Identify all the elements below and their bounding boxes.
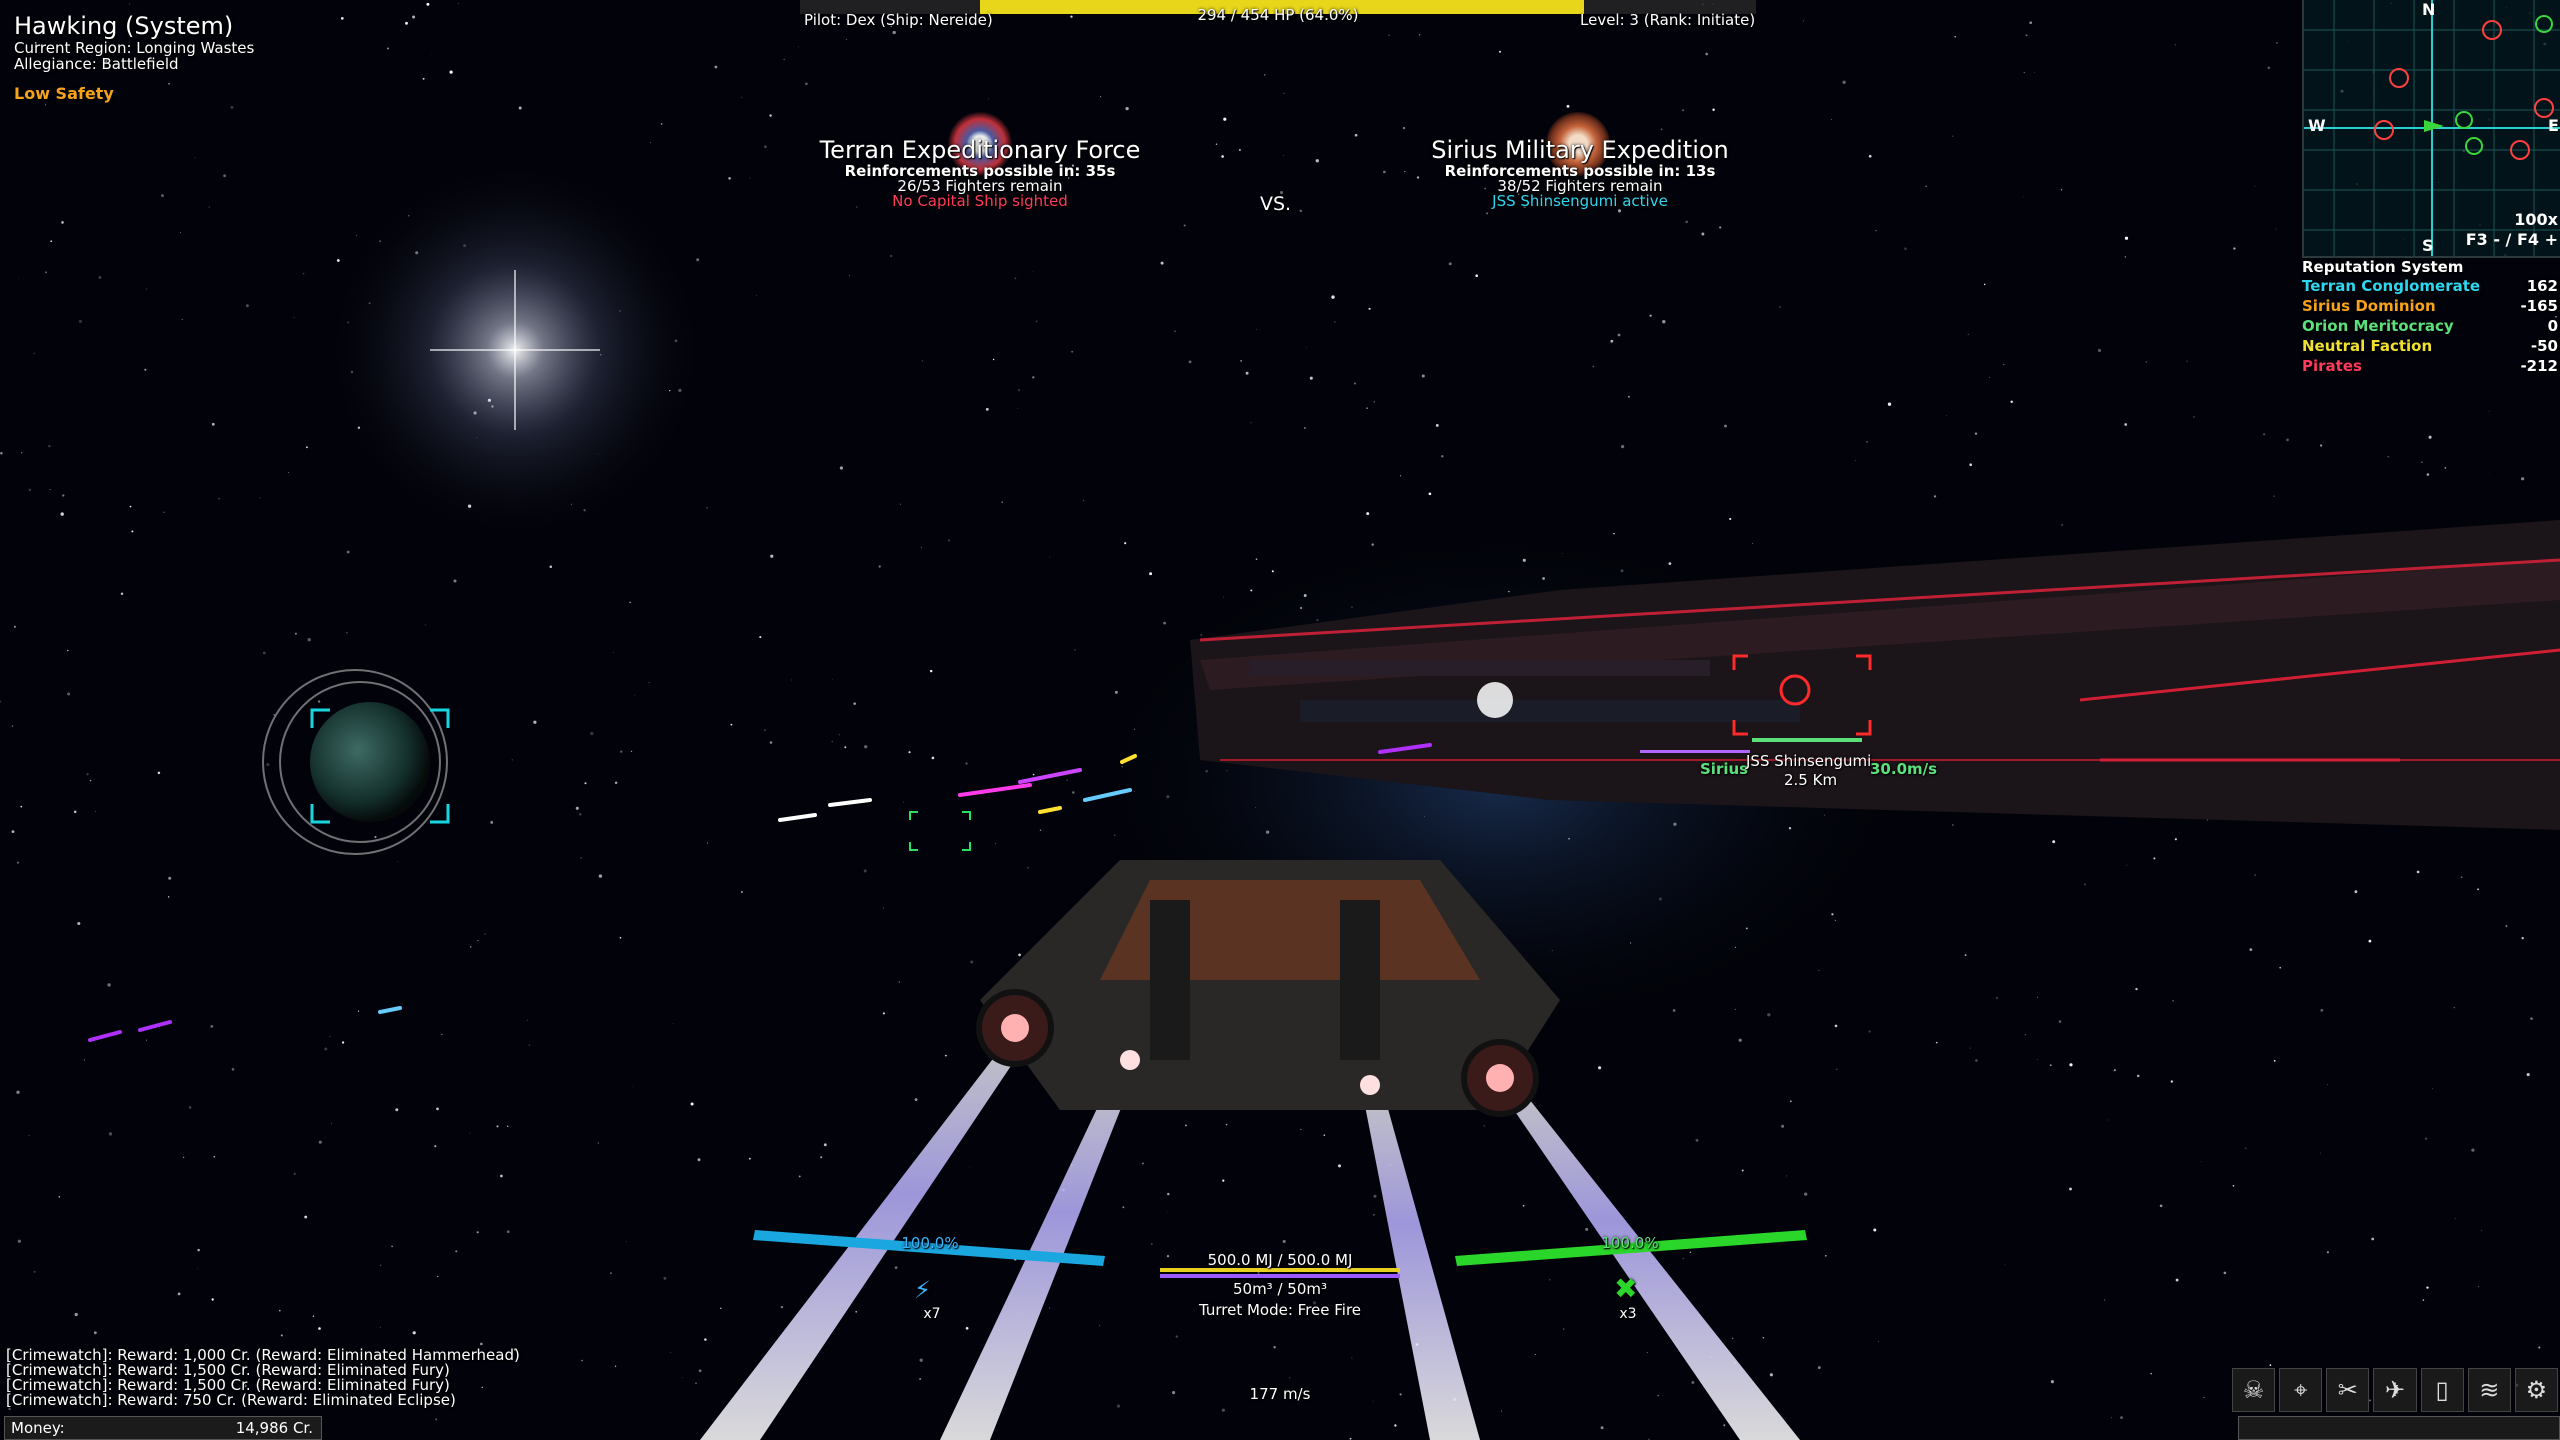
reputation-title: Reputation System [2302,258,2464,276]
minimap-east: E [2548,116,2559,135]
target-faction: Sirius [1700,760,1749,778]
skull-icon[interactable]: ☠ [2232,1368,2276,1412]
minimap-zoom-keys: F3 - / F4 + [2465,230,2558,249]
hull-bar [1455,1230,1807,1266]
faction-left-status: No Capital Ship sighted [892,192,1068,210]
minimap[interactable]: N W S E 100x F3 - / F4 + [2302,0,2560,258]
level-info: Level: 3 (Rank: Initiate) [1580,11,1756,29]
log-line: [Crimewatch]: Reward: 1,500 Cr. (Reward:… [6,1376,450,1394]
energy-bar [1160,1268,1400,1272]
money-panel: Money: 14,986 Cr. [4,1416,322,1440]
top-status-bar [800,0,1756,14]
reputation-row: Terran Conglomerate 162 [2302,276,2558,296]
speed-readout: 177 m/s [1249,1385,1311,1403]
reputation-name: Pirates [2302,357,2362,375]
faction-right-status: JSS Shinsengumi active [1492,192,1668,210]
reputation-row: Sirius Dominion -165 [2302,296,2558,316]
log-line: [Crimewatch]: Reward: 750 Cr. (Reward: E… [6,1391,456,1409]
reputation-name: Neutral Faction [2302,337,2433,355]
event-log: [Crimewatch]: Reward: 1,000 Cr. (Reward:… [6,1348,520,1408]
reputation-value: -212 [2520,357,2558,375]
minimap-grid [2304,0,2560,256]
minimap-north: N [2422,0,2436,19]
log-line: [Crimewatch]: Reward: 1,000 Cr. (Reward:… [6,1346,520,1364]
ability-right-count: x3 [1619,1306,1637,1322]
energy-bar-secondary [1160,1274,1400,1278]
capital-ship [1190,520,2560,830]
hull-percent: 100.0% [1601,1234,1659,1252]
reputation-value: 162 [2526,277,2558,295]
faction-right: Sirius Military Expedition Reinforcement… [1370,136,1790,209]
money-value: 14,986 Cr. [235,1419,313,1437]
reputation-row: Orion Meritocracy 0 [2302,316,2558,336]
ability-left-count: x7 [923,1306,941,1322]
shield-percent: 100.0% [901,1234,959,1252]
faction-left: Terran Expeditionary Force Reinforcement… [770,136,1190,209]
target-speed: 30.0m/s [1870,760,1938,778]
shield-bar [753,1230,1105,1266]
faction-left-name: Terran Expeditionary Force [819,136,1141,164]
crosshair-icon[interactable]: ⌖ [2279,1368,2323,1412]
cargo-readout: 50m³ / 50m³ [1232,1280,1327,1298]
turret-mode[interactable]: Turret Mode: Free Fire [1198,1301,1362,1319]
reputation-name: Sirius Dominion [2302,297,2436,315]
pilot-info: Pilot: Dex (Ship: Nereide) [804,11,993,29]
versus-label: VS. [1260,193,1292,215]
reputation-row: Neutral Faction -50 [2302,336,2558,356]
faction-right-name: Sirius Military Expedition [1431,136,1729,164]
energy-readout: 500.0 MJ / 500.0 MJ [1207,1251,1353,1269]
current-region: Current Region: Longing Wastes [14,39,255,57]
allegiance: Allegiance: Battlefield [14,55,179,73]
ship-icon[interactable]: ✈ [2373,1368,2417,1412]
target-name[interactable]: JSS Shinsengumi [1746,752,1872,770]
reputation-value: -165 [2520,297,2558,315]
faction-right-fighters: 38/52 Fighters remain [1497,177,1663,195]
toolbar-strip [2238,1416,2560,1440]
energy-ability-icon[interactable]: ⚡ [914,1276,931,1304]
toolbar: ☠ ⌖ ✂ ✈ ▯ ≋ ⚙ [2232,1368,2558,1412]
sirius-emblem-icon [1546,112,1610,176]
minimap-west: W [2308,116,2326,135]
terran-emblem-icon [948,112,1012,176]
hp-bar-fill [980,0,1584,14]
book-icon[interactable]: ▯ [2420,1368,2464,1412]
reputation-value: 0 [2547,317,2558,335]
money-label: Money: [11,1419,65,1437]
faction-left-reinforcements: Reinforcements possible in: 35s [844,162,1116,180]
reputation-value: -50 [2530,337,2558,355]
minimap-zoom: 100x [2514,210,2558,229]
layers-icon[interactable]: ≋ [2467,1368,2511,1412]
system-info: Hawking (System) Current Region: Longing… [14,12,254,103]
reputation-row: Pirates -212 [2302,356,2558,376]
target-distance: 2.5 Km [1784,771,1838,789]
repair-ability-icon[interactable]: ✖ [1614,1272,1638,1305]
gear-icon[interactable]: ⚙ [2514,1368,2558,1412]
wrench-icon[interactable]: ✂ [2326,1368,2370,1412]
system-name: Hawking (System) [14,12,234,40]
minimap-south: S [2422,236,2434,255]
reputation-panel: Reputation System Terran Conglomerate 162… [2302,258,2558,376]
faction-left-fighters: 26/53 Fighters remain [897,177,1063,195]
player-ship [976,860,1560,1117]
faction-right-reinforcements: Reinforcements possible in: 13s [1444,162,1716,180]
reputation-name: Terran Conglomerate [2302,277,2481,295]
log-line: [Crimewatch]: Reward: 1,500 Cr. (Reward:… [6,1361,450,1379]
target-bracket [1640,654,1872,753]
safety-level: Low Safety [14,84,114,103]
reputation-name: Orion Meritocracy [2302,317,2454,335]
hp-readout: 294 / 454 HP (64.0%) [1197,6,1359,24]
